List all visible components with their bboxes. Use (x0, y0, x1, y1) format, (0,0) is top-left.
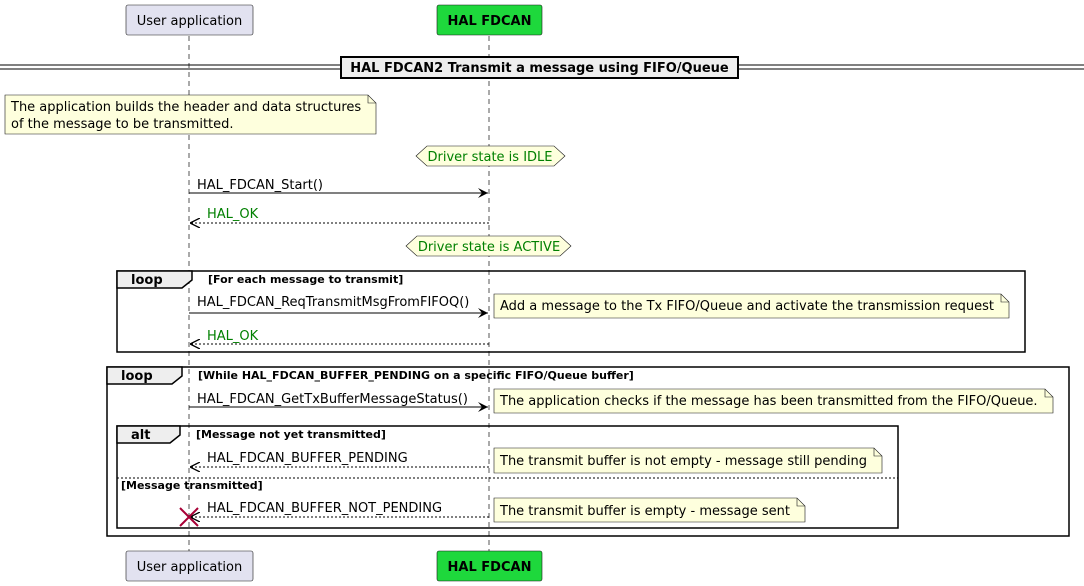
participant-user-top: User application (125, 4, 254, 36)
svg-text:HAL_FDCAN_Start(): HAL_FDCAN_Start() (197, 178, 323, 193)
section-divider: HAL FDCAN2 Transmit a message using FIFO… (0, 56, 1084, 79)
svg-text:HAL FDCAN2 Transmit a message: HAL FDCAN2 Transmit a message using FIFO… (350, 61, 729, 76)
svg-text:HAL_OK: HAL_OK (207, 207, 259, 222)
note-req-transmit: Add a message to the Tx FIFO/Queue and a… (493, 293, 1010, 319)
svg-text:loop: loop (131, 273, 163, 288)
note-intro: The application builds the header and da… (4, 94, 377, 135)
svg-text:User application: User application (137, 14, 242, 29)
svg-text:[Message not yet transmitted]: [Message not yet transmitted] (196, 428, 386, 441)
svg-text:HAL FDCAN: HAL FDCAN (448, 14, 532, 29)
alt-frame: alt [Message not yet transmitted] [Messa… (116, 425, 899, 529)
svg-text:[For each message to transmit]: [For each message to transmit] (208, 273, 403, 286)
svg-text:HAL FDCAN: HAL FDCAN (448, 560, 532, 575)
svg-text:HAL_FDCAN_BUFFER_PENDING: HAL_FDCAN_BUFFER_PENDING (207, 451, 408, 466)
svg-text:The application builds the hea: The application builds the header and da… (10, 100, 361, 115)
return-start: HAL_OK (190, 207, 489, 223)
state-active: Driver state is ACTIVE (405, 235, 572, 257)
destroy-icon (179, 507, 199, 527)
svg-text:HAL_OK: HAL_OK (207, 329, 259, 344)
svg-text:loop: loop (121, 369, 153, 384)
note-get-status: The application checks if the message ha… (493, 388, 1054, 414)
message-start: HAL_FDCAN_Start() (189, 178, 488, 198)
participant-hal-bottom: HAL FDCAN (436, 550, 543, 582)
svg-text:Driver state is ACTIVE: Driver state is ACTIVE (418, 240, 560, 255)
svg-text:[While HAL_FDCAN_BUFFER_PENDIN: [While HAL_FDCAN_BUFFER_PENDING on a spe… (198, 369, 634, 382)
svg-text:HAL_FDCAN_GetTxBufferMessageSt: HAL_FDCAN_GetTxBufferMessageStatus() (197, 392, 468, 407)
svg-text:of the message to be transmitt: of the message to be transmitted. (11, 117, 234, 132)
svg-text:HAL_FDCAN_BUFFER_NOT_PENDING: HAL_FDCAN_BUFFER_NOT_PENDING (207, 501, 442, 516)
svg-text:[Message transmitted]: [Message transmitted] (121, 479, 263, 492)
message-get-status: HAL_FDCAN_GetTxBufferMessageStatus() (189, 392, 488, 412)
svg-text:HAL_FDCAN_ReqTransmitMsgFromFI: HAL_FDCAN_ReqTransmitMsgFromFIFOQ() (197, 295, 469, 310)
svg-text:User application: User application (137, 560, 242, 575)
note-buffer-pending: The transmit buffer is not empty - messa… (493, 447, 883, 474)
message-req-transmit: HAL_FDCAN_ReqTransmitMsgFromFIFOQ() (189, 295, 488, 318)
participant-hal-top: HAL FDCAN (436, 4, 543, 36)
svg-text:The transmit buffer is empty -: The transmit buffer is empty - message s… (499, 504, 790, 519)
participant-user-bottom: User application (125, 550, 254, 582)
svg-text:alt: alt (131, 428, 150, 443)
note-buffer-sent: The transmit buffer is empty - message s… (493, 497, 806, 523)
return-req-transmit: HAL_OK (190, 329, 489, 344)
state-idle: Driver state is IDLE (415, 145, 566, 167)
return-buffer-pending: HAL_FDCAN_BUFFER_PENDING (190, 451, 489, 467)
return-buffer-not-pending: HAL_FDCAN_BUFFER_NOT_PENDING (190, 501, 489, 517)
loop-frame-transmit: loop [For each message to transmit] (116, 270, 1026, 353)
svg-text:The application checks if the: The application checks if the message ha… (499, 394, 1038, 409)
svg-text:The transmit buffer is not emp: The transmit buffer is not empty - messa… (499, 454, 867, 469)
svg-text:Driver state is IDLE: Driver state is IDLE (427, 150, 552, 165)
svg-text:Add a message to the Tx FIFO/Q: Add a message to the Tx FIFO/Queue and a… (500, 299, 994, 314)
loop-frame-pending: loop [While HAL_FDCAN_BUFFER_PENDING on … (106, 366, 1070, 537)
